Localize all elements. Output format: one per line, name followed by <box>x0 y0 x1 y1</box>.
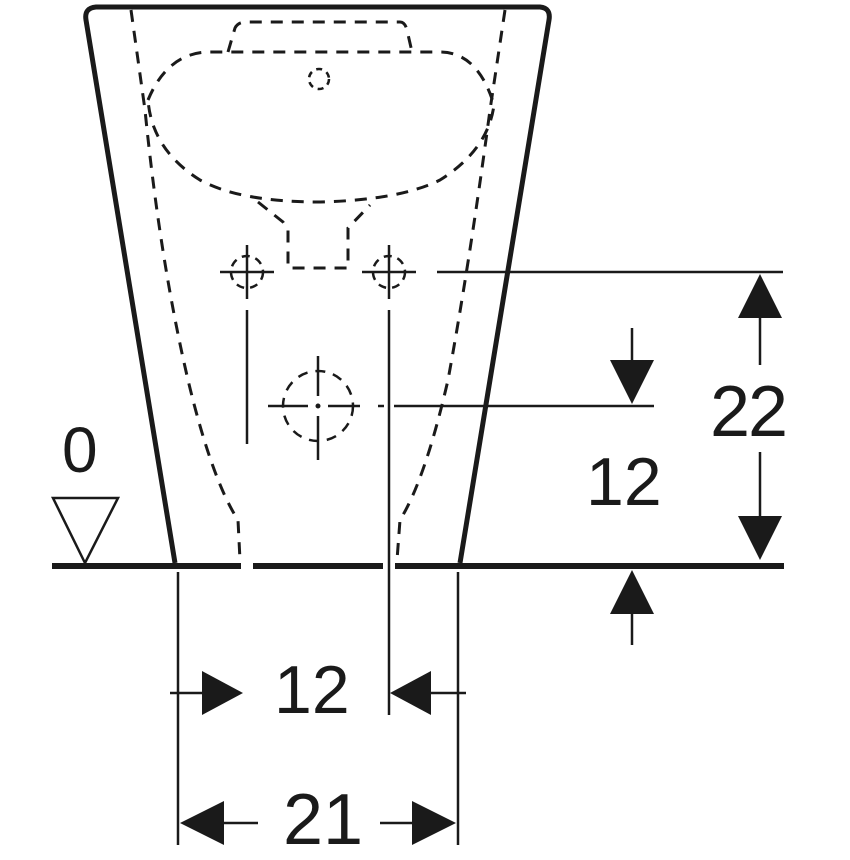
dimension-12-horizontal-label: 12 <box>274 652 350 728</box>
dimension-12-vertical-arrows <box>610 328 654 645</box>
dimension-12-horizontal-arrows <box>170 671 466 715</box>
drain-connection <box>268 356 360 460</box>
dimension-12-vertical-label: 12 <box>586 444 662 520</box>
left-water-connection <box>220 245 274 444</box>
hidden-bowl-outline <box>146 20 496 270</box>
right-water-connection <box>362 245 416 715</box>
overflow-hole <box>307 67 331 91</box>
dimension-21-arrows <box>180 801 456 845</box>
level-triangle-icon <box>50 496 121 566</box>
bidet-body-outline <box>83 4 552 564</box>
dimension-22-label: 22 <box>710 372 788 452</box>
reference-level-label: 0 <box>62 414 98 486</box>
hidden-inner-walls <box>129 9 507 561</box>
dimension-21-label: 21 <box>283 780 364 860</box>
extension-lines <box>176 270 783 845</box>
dimension-22-arrows <box>738 274 782 560</box>
